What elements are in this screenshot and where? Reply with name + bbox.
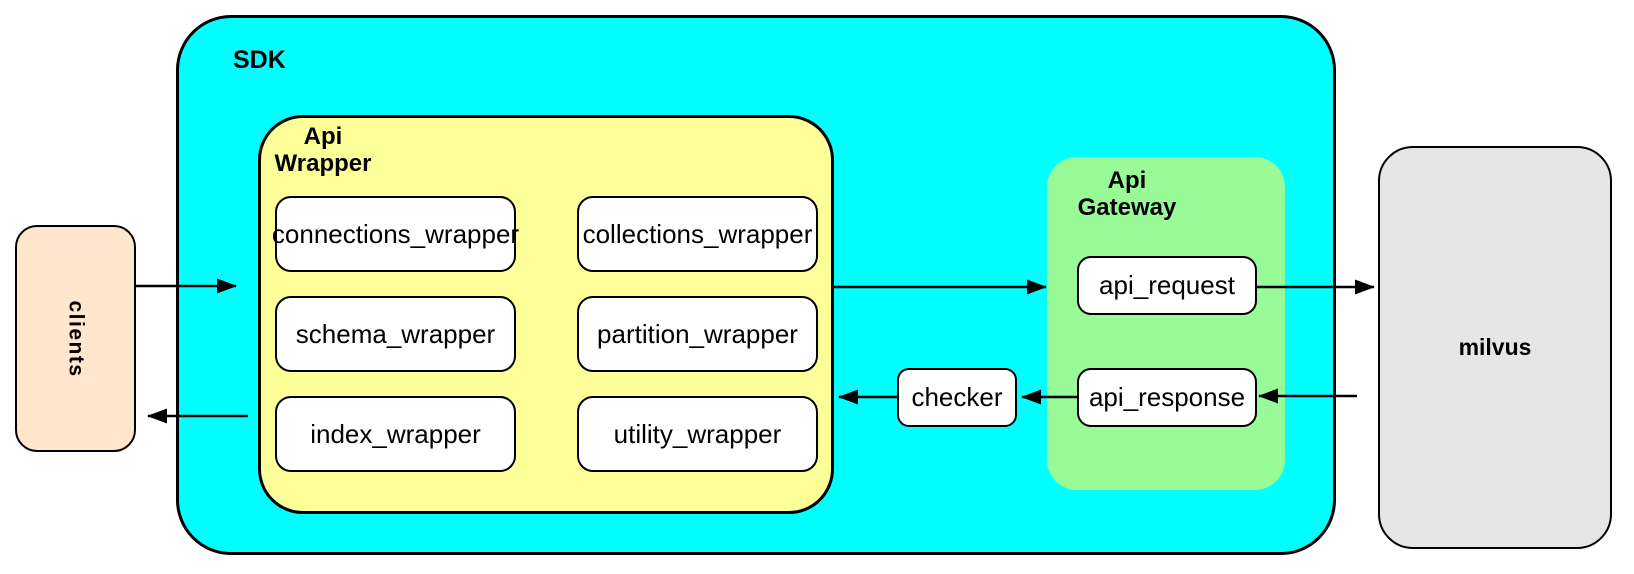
milvus-label: milvus [1458, 334, 1532, 360]
node-connections-wrapper: connections_wrapper [271, 196, 520, 272]
node-api-request: api_request [1077, 256, 1257, 315]
api-gateway-label: Api Gateway [1047, 167, 1207, 221]
api-wrapper-label-line2: Wrapper [274, 150, 372, 177]
partition-wrapper-label: partition_wrapper [597, 318, 798, 349]
api-wrapper-label-line1: Api [303, 123, 343, 150]
node-collections-wrapper: collections_wrapper [577, 196, 818, 272]
node-api-response: api_response [1077, 368, 1257, 427]
api-response-label: api_response [1088, 382, 1246, 412]
clients-label: clients [64, 299, 88, 378]
utility-wrapper-label: utility_wrapper [613, 418, 782, 449]
connections-wrapper-label: connections_wrapper [271, 218, 520, 249]
api-wrapper-label: Api Wrapper [263, 123, 383, 177]
index-wrapper-label: index_wrapper [310, 418, 481, 449]
checker-label: checker [911, 382, 1003, 412]
node-utility-wrapper: utility_wrapper [577, 396, 818, 472]
api-request-label: api_request [1099, 270, 1235, 300]
sdk-label: SDK [233, 46, 286, 74]
node-partition-wrapper: partition_wrapper [577, 296, 818, 372]
node-clients: clients [15, 225, 136, 452]
node-index-wrapper: index_wrapper [275, 396, 516, 472]
node-milvus: milvus [1378, 146, 1612, 549]
api-gateway-label-line2: Gateway [1077, 194, 1177, 221]
collections-wrapper-label: collections_wrapper [582, 218, 813, 249]
container-api-gateway: Api Gateway [1047, 157, 1285, 490]
schema-wrapper-label: schema_wrapper [295, 318, 496, 349]
api-gateway-label-line1: Api [1107, 167, 1147, 194]
node-checker: checker [897, 368, 1017, 427]
node-schema-wrapper: schema_wrapper [275, 296, 516, 372]
